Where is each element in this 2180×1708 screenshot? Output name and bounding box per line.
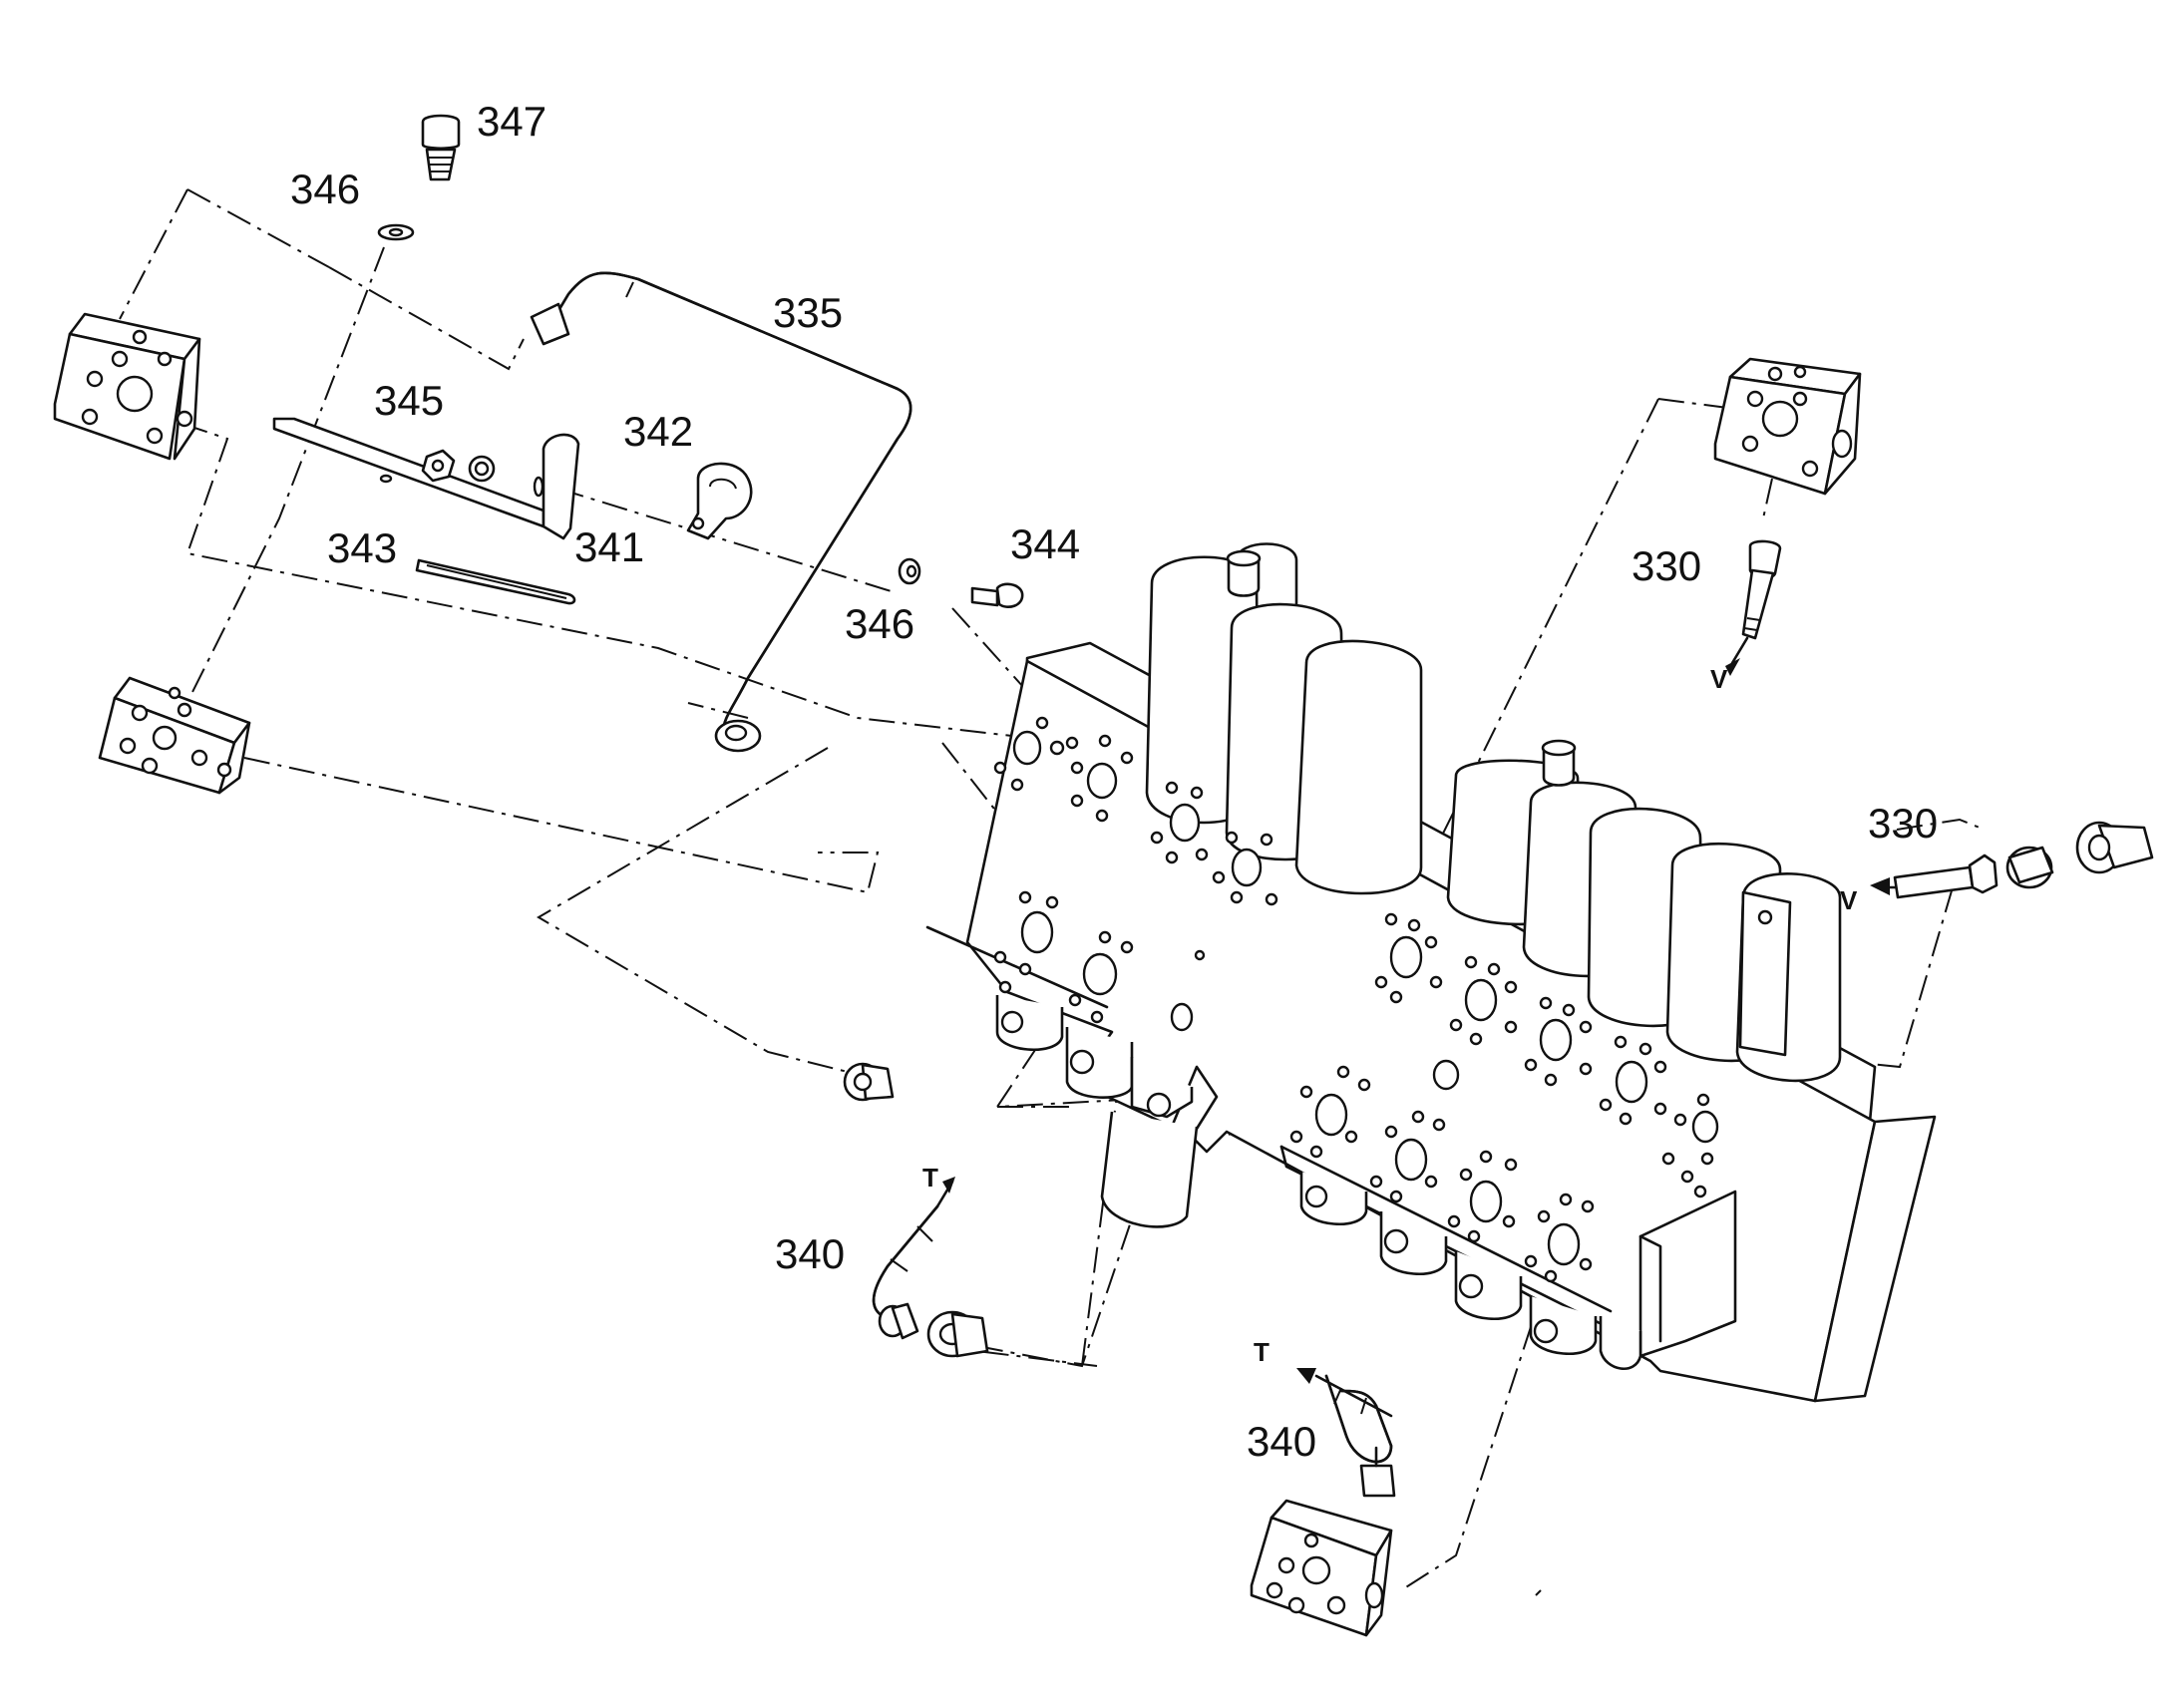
- callout-labels: 347 346 335 345 342 343 341 344 346 330 …: [290, 98, 1938, 1465]
- screw-330-top: [1725, 539, 1782, 676]
- callout-346-top: 346: [290, 166, 360, 212]
- port-holes: [993, 716, 1719, 1283]
- cable-tie-343: [415, 558, 576, 605]
- clamp-342: [686, 462, 753, 540]
- callout-344: 344: [1010, 520, 1080, 567]
- callout-340-left: 340: [775, 1230, 845, 1277]
- callout-345: 345: [374, 377, 444, 424]
- flow-mark-v-right: V: [1840, 885, 1858, 915]
- mounting-block-upper-right: [1713, 357, 1862, 496]
- solenoid-group-left: [1145, 542, 1423, 895]
- callout-346-mid: 346: [845, 600, 914, 647]
- flow-mark-t-left: T: [922, 1163, 938, 1193]
- callout-330-top: 330: [1632, 542, 1701, 589]
- flow-mark-v-top: V: [1710, 664, 1728, 694]
- mounting-block-bottom: [1250, 1499, 1393, 1637]
- flow-mark-t-bottom: T: [1254, 1337, 1270, 1367]
- nut-345: [421, 449, 496, 483]
- washer-346-mid: [898, 557, 921, 585]
- port-fitting-left: [843, 1062, 895, 1102]
- bolt-347: [421, 114, 461, 181]
- elbow-340-left: [872, 1177, 989, 1358]
- callout-341: 341: [574, 523, 644, 570]
- washer-346-top: [377, 223, 415, 241]
- tube-335: [530, 271, 912, 753]
- fitting-330-right: [1870, 821, 2154, 899]
- mounting-block-lower-left: [98, 676, 251, 795]
- callout-342: 342: [623, 408, 693, 455]
- callout-340-bottom: 340: [1247, 1418, 1316, 1465]
- valve-caps: [995, 995, 1642, 1371]
- flow-marks: V V T T: [922, 664, 1858, 1367]
- mounting-block-upper-left: [53, 312, 201, 461]
- elbow-340-bottom: [1296, 1368, 1396, 1498]
- screw-344: [970, 582, 1024, 608]
- callout-330-right: 330: [1868, 800, 1938, 847]
- callout-347: 347: [477, 98, 546, 145]
- callout-343: 343: [327, 524, 397, 571]
- callout-335: 335: [773, 289, 843, 336]
- bracket-341: [272, 417, 580, 540]
- solenoid-group-right: [1446, 739, 1842, 1083]
